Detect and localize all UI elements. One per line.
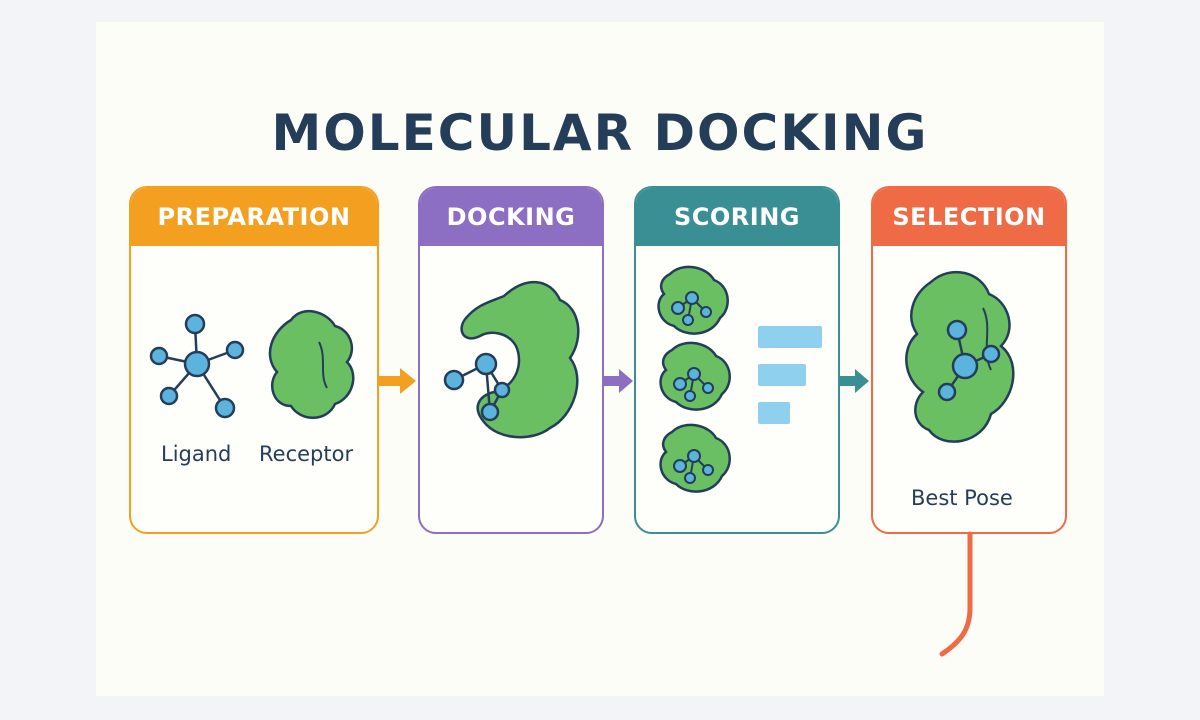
scored-pose-2-icon [659,341,731,411]
stage-scoring-title: SCORING [674,203,800,231]
selection-illustration [905,270,1015,443]
arrow-docking-to-scoring-icon [603,369,633,393]
stage-docking-header: DOCKING [420,188,602,246]
scored-pose-3-icon [659,423,731,493]
scored-pose-1-icon [657,265,729,335]
stage-scoring-header: SCORING [636,188,838,246]
stage-docking-body [420,246,602,532]
arrow-preparation-to-docking-icon [378,368,416,394]
stage-selection-header: SELECTION [873,188,1065,246]
stage-preparation-body: Ligand Receptor [131,246,377,532]
page-title: MOLECULAR DOCKING [271,104,929,162]
arrow-scoring-to-selection-icon [839,369,869,393]
stage-selection-title: SELECTION [892,203,1046,231]
receptor-label: Receptor [259,442,354,466]
docking-ligand-icon [443,352,511,422]
ligand-label: Ligand [161,442,232,466]
stage-preparation: PREPARATION Ligand Receptor [129,186,379,534]
output-connector-line [939,531,973,657]
ligand-molecule-icon [149,313,245,419]
best-pose-ligand-icon [937,319,1001,402]
stage-preparation-title: PREPARATION [157,203,351,231]
stage-docking-title: DOCKING [446,203,576,231]
preparation-illustration [149,309,355,419]
best-pose-label: Best Pose [911,486,1013,510]
stage-docking: DOCKING [418,186,604,534]
stage-selection-body: Best Pose [873,246,1065,532]
stage-scoring-body [636,246,838,532]
stage-scoring: SCORING [634,186,840,534]
receptor-protein-icon [268,309,355,419]
scoring-illustration [657,265,822,493]
score-bars-icon [758,326,822,424]
stage-preparation-header: PREPARATION [131,188,377,246]
docking-protein-icon [460,280,580,439]
stage-selection: SELECTION Best Pose [871,186,1067,534]
docking-illustration [443,280,580,439]
